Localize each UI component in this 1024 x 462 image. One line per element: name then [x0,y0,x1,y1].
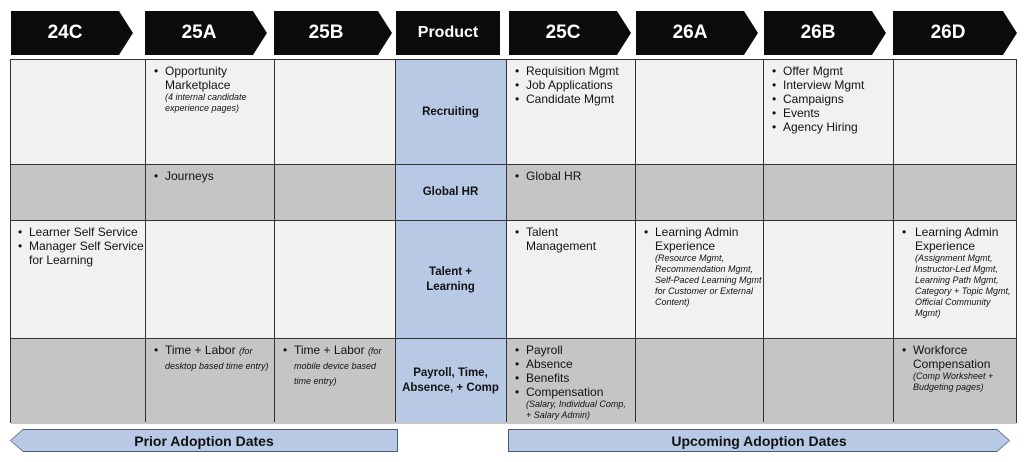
cell-recruiting-26b: Offer Mgmt Interview Mgmt Campaigns Even… [770,64,892,134]
header-26d-label: 26D [930,22,966,43]
divider [635,60,636,422]
product-label-recruiting: Recruiting [422,106,479,118]
divider [395,60,396,422]
cell-global-hr-25a: Journeys [152,169,270,183]
header-24c-label: 24C [47,22,83,43]
divider [11,164,1016,165]
list-item: Global HR [513,169,631,183]
header-25b: 25B [274,11,392,55]
header-25c: 25C [509,11,631,55]
header-26b-label: 26B [800,22,836,43]
list-item: Workforce Compensation(Comp Worksheet + … [900,343,1010,393]
upcoming-adoption-label: Upcoming Adoption Dates [671,432,847,449]
header-25a: 25A [145,11,267,55]
item-label: Time + Labor [165,343,236,357]
cell-talent-26a: Learning Admin Experience(Resource Mgmt,… [642,225,762,308]
cell-payroll-25b: Time + Labor (for mobile device based ti… [281,343,393,388]
divider [274,60,275,422]
list-item: Compensation(Salary, Individual Comp, + … [513,385,633,421]
list-item: Talent Management [513,225,631,253]
cell-recruiting-25a: Opportunity Marketplace(4 internal candi… [152,64,270,114]
divider [763,60,764,422]
list-item: Candidate Mgmt [513,92,635,106]
list-item: Events [770,106,892,120]
divider [506,60,507,422]
header-26a-label: 26A [672,22,708,43]
item-note: (Comp Worksheet + Budgeting pages) [913,371,994,392]
product-label-payroll: Payroll, Time, Absence, + Comp [402,367,499,394]
list-item: Learner Self Service [16,225,144,239]
header-25b-label: 25B [308,22,344,43]
list-item: Journeys [152,169,270,183]
list-item: Opportunity Marketplace(4 internal candi… [152,64,270,114]
cell-recruiting-25c: Requisition Mgmt Job Applications Candid… [513,64,635,106]
item-label: Workforce Compensation [913,343,991,371]
item-label: Learning Admin Experience [655,225,739,253]
divider [893,60,894,422]
list-item: Learning Admin Experience(Resource Mgmt,… [642,225,762,308]
header-product: Product [396,11,500,55]
prior-adoption-arrow: Prior Adoption Dates [11,430,397,451]
item-note: (for desktop based time entry) [165,346,269,371]
item-label: Compensation [526,385,604,399]
item-note: (Salary, Individual Comp, + Salary Admin… [526,399,626,420]
cell-global-hr-25c: Global HR [513,169,631,183]
list-item: Time + Labor (for mobile device based ti… [281,343,393,388]
list-item: Campaigns [770,92,892,106]
item-note: (Assignment Mgmt, Instructor-Led Mgmt, L… [915,253,1011,318]
item-note: (Resource Mgmt, Recommendation Mgmt, Sel… [655,253,762,307]
header-26a: 26A [636,11,758,55]
list-item: Learning Admin Experience(Assignment Mgm… [900,225,1017,319]
header-25c-label: 25C [545,22,581,43]
upcoming-adoption-arrow: Upcoming Adoption Dates [509,430,1009,451]
list-item: Manager Self Service for Learning [16,239,144,267]
cell-talent-24c: Learner Self Service Manager Self Servic… [16,225,144,267]
header-product-label: Product [417,24,479,41]
list-item: Time + Labor (for desktop based time ent… [152,343,272,373]
product-column [395,60,506,422]
header-26b: 26B [764,11,886,55]
header-26d: 26D [893,11,1017,55]
cell-talent-26d: Learning Admin Experience(Assignment Mgm… [900,225,1017,319]
list-item: Payroll [513,343,633,357]
item-note: (4 internal candidate experience pages) [165,92,247,113]
list-item: Requisition Mgmt [513,64,635,78]
list-item: Benefits [513,371,633,385]
cell-payroll-25c: Payroll Absence Benefits Compensation(Sa… [513,343,633,421]
header-24c: 24C [11,11,133,55]
prior-adoption-label: Prior Adoption Dates [134,432,274,449]
divider [145,60,146,422]
item-label: Time + Labor [294,343,365,357]
list-item: Interview Mgmt [770,78,892,92]
cell-payroll-25a: Time + Labor (for desktop based time ent… [152,343,272,373]
item-label: Learning Admin Experience [915,225,999,253]
header-25a-label: 25A [181,22,217,43]
item-note: (for mobile device based time entry) [294,346,382,386]
cell-payroll-26d: Workforce Compensation(Comp Worksheet + … [900,343,1010,393]
list-item: Absence [513,357,633,371]
item-label: Opportunity Marketplace [165,64,231,92]
cell-talent-25c: Talent Management [513,225,631,253]
list-item: Offer Mgmt [770,64,892,78]
list-item: Job Applications [513,78,635,92]
list-item: Agency Hiring [770,120,892,134]
divider [11,220,1016,221]
roadmap-table: Recruiting Global HR Talent + Learning P… [10,59,1017,424]
divider [11,338,1016,339]
product-label-talent-learning: Talent + Learning [426,266,475,293]
product-label-global-hr: Global HR [422,186,479,198]
